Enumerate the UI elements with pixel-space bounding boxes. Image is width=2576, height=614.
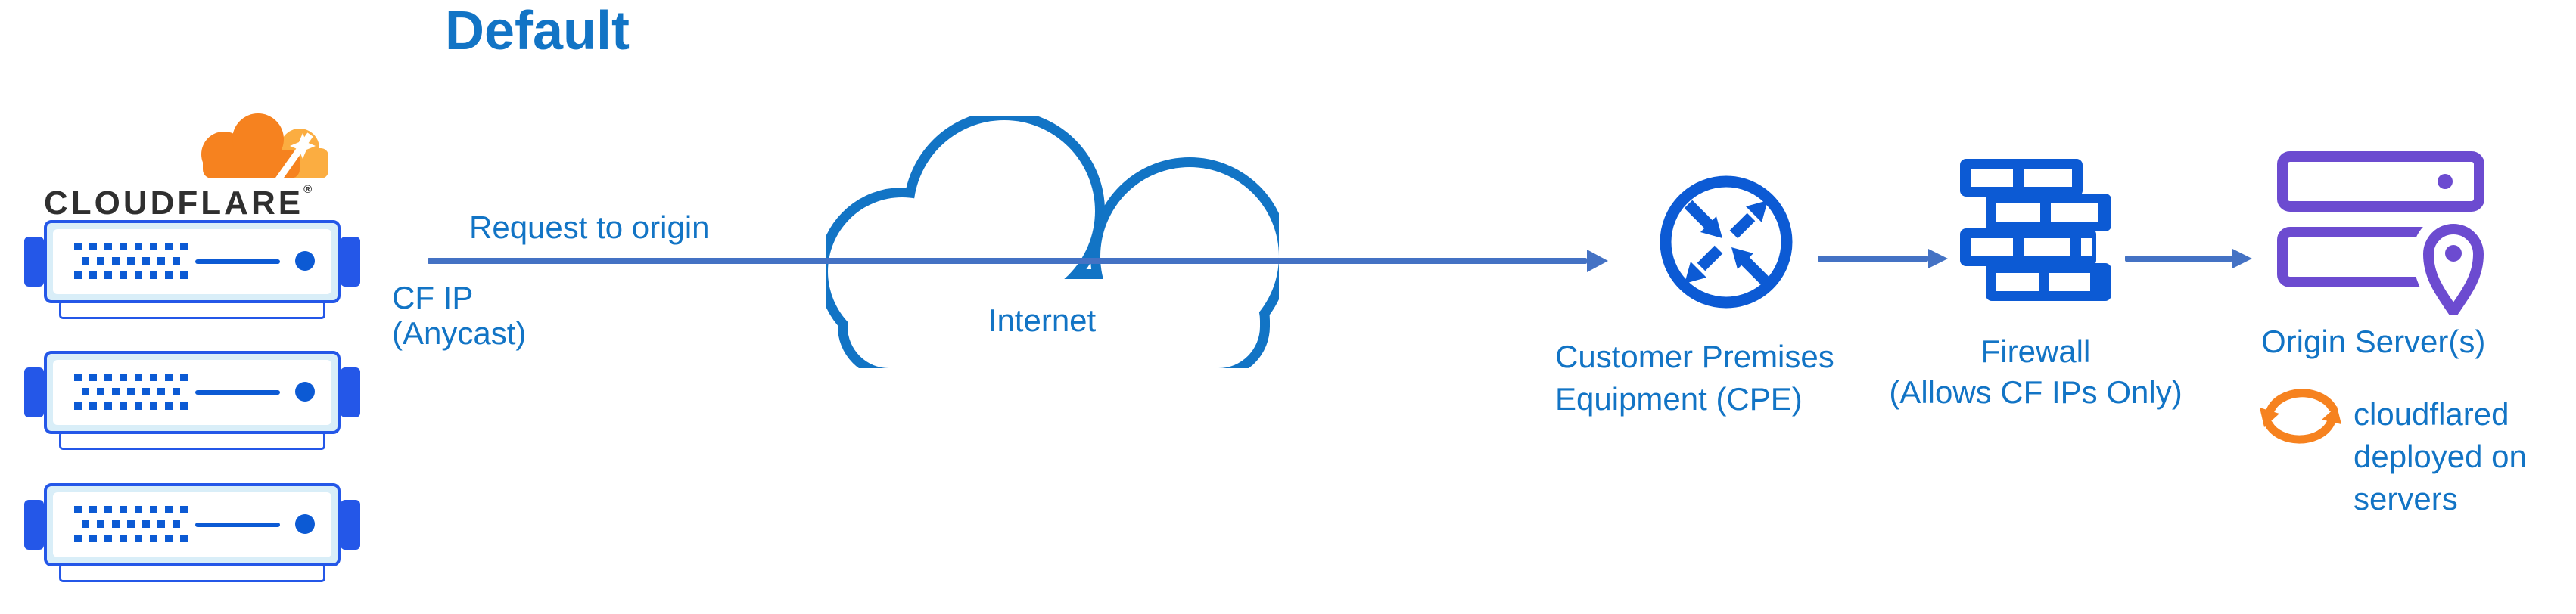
- origin-servers-icon: [2277, 151, 2490, 315]
- cpe-to-firewall-arrow-line: [1818, 256, 1928, 262]
- server-side-tab: [341, 237, 360, 287]
- request-arrow-line: [428, 258, 1587, 264]
- firewall-to-origin-arrow-line: [2125, 256, 2232, 262]
- server-side-tab: [341, 367, 360, 417]
- server-chassis: [44, 483, 341, 566]
- server-slot-line: [195, 390, 280, 395]
- server-slot-line: [195, 259, 280, 264]
- server-vent-dots-icon: [74, 506, 188, 542]
- location-pin-dot: [2445, 245, 2462, 262]
- server-chassis: [44, 351, 341, 434]
- firewall-to-origin-arrow-head-icon: [2232, 249, 2252, 268]
- cf-ip-line2: (Anycast): [392, 315, 527, 351]
- server-vent-dots-icon: [74, 243, 188, 279]
- origin-servers-label: Origin Server(s): [2261, 324, 2486, 359]
- cloudflare-wordmark: CLOUDFLARE®: [44, 183, 313, 222]
- server-side-tab: [24, 367, 44, 417]
- internet-cloud-icon: [826, 116, 1279, 368]
- edge-server: [23, 483, 383, 583]
- firewall-label: Firewall (Allows CF IPs Only): [1877, 331, 2195, 413]
- internet-label: Internet: [988, 302, 1097, 338]
- page-title: Default: [445, 1, 630, 61]
- server-slot-line: [195, 523, 280, 527]
- server-power-led: [295, 382, 315, 402]
- firewall-icon: [1960, 159, 2111, 301]
- server-power-led: [295, 514, 315, 534]
- edge-server: [23, 220, 383, 320]
- cf-ip-line1: CF IP: [392, 280, 474, 315]
- server-side-tab: [24, 237, 44, 287]
- sync-arrows-icon: [2260, 389, 2341, 444]
- request-to-origin-label: Request to origin: [469, 209, 710, 245]
- edge-server: [23, 351, 383, 451]
- cloudflared-note-line2: deployed on: [2354, 439, 2527, 474]
- cpe-label-line1: Customer Premises: [1555, 339, 1834, 374]
- firewall-label-line1: Firewall: [1980, 333, 2091, 369]
- cloudflared-note-line1: cloudflared: [2354, 396, 2509, 432]
- cloudflare-logo-icon: [201, 113, 328, 180]
- server-side-tab: [24, 500, 44, 550]
- server-side-tab: [341, 500, 360, 550]
- cpe-label-line2: Equipment (CPE): [1555, 381, 1803, 417]
- server-power-led: [295, 251, 315, 271]
- cpe-router-icon: [1660, 175, 1793, 309]
- cpe-label: Customer Premises Equipment (CPE): [1555, 336, 1834, 420]
- request-arrow-head-icon: [1587, 250, 1608, 272]
- server-chassis: [44, 220, 341, 303]
- cpe-to-firewall-arrow-head-icon: [1928, 249, 1948, 268]
- server-vent-dots-icon: [74, 374, 188, 410]
- cf-ip-anycast-label: CF IP (Anycast): [392, 280, 526, 351]
- registered-mark: ®: [303, 183, 313, 196]
- cloudflared-note: cloudflared deployed on servers: [2354, 393, 2527, 520]
- cloudflared-note-line3: servers: [2354, 481, 2458, 516]
- firewall-label-line2: (Allows CF IPs Only): [1889, 374, 2182, 410]
